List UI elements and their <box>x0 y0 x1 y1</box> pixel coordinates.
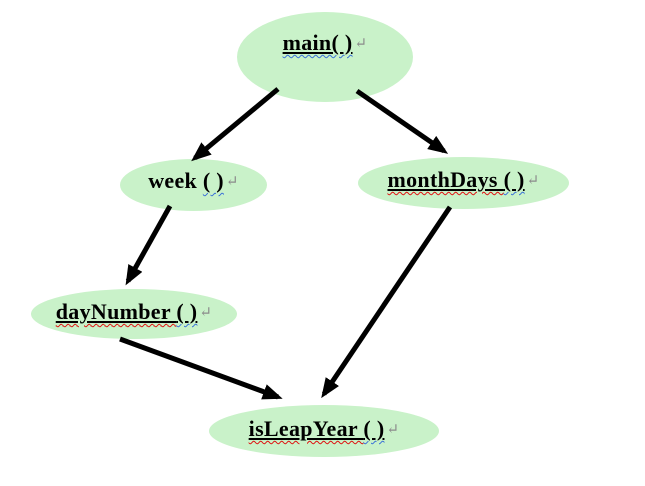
arrow-week-to-dayNumber[interactable] <box>125 204 173 286</box>
node-week[interactable]: week ( )↵ <box>120 159 267 211</box>
arrow-main-to-week[interactable] <box>191 87 280 162</box>
node-monthDays-paren: ( ) <box>503 166 525 192</box>
node-isLeapYear-paren: ( ) <box>363 415 385 441</box>
node-monthDays[interactable]: monthDays ( )↵ <box>358 157 569 209</box>
node-week-paren: ( ) <box>202 167 224 193</box>
node-main-name: main( ) <box>282 29 353 55</box>
node-dayNumber[interactable]: dayNumber ( )↵ <box>31 289 237 339</box>
node-week-name: week <box>148 167 203 193</box>
node-isLeapYear-label: isLeapYear ( )↵ <box>248 415 400 441</box>
node-dayNumber-paren: ( ) <box>176 298 198 324</box>
node-isLeapYear[interactable]: isLeapYear ( )↵ <box>209 405 439 457</box>
arrow-main-to-monthDays[interactable] <box>355 88 449 154</box>
return-mark-icon: ↵ <box>526 172 540 189</box>
node-monthDays-name: monthDays <box>387 166 504 192</box>
node-dayNumber-label: dayNumber ( )↵ <box>55 298 213 324</box>
arrow-monthDays-to-isLeapYear[interactable] <box>321 205 453 399</box>
node-monthDays-label: monthDays ( )↵ <box>387 166 540 192</box>
return-mark-icon: ↵ <box>225 173 239 190</box>
node-main[interactable]: main( )↵ <box>237 12 413 102</box>
node-isLeapYear-name: isLeapYear <box>248 415 364 441</box>
return-mark-icon: ↵ <box>386 421 400 438</box>
node-dayNumber-name: dayNumber <box>55 298 177 324</box>
return-mark-icon: ↵ <box>354 35 368 52</box>
node-week-label: week ( )↵ <box>148 167 239 193</box>
arrow-dayNumber-to-isLeapYear[interactable] <box>119 336 283 400</box>
node-main-label: main( )↵ <box>282 29 368 55</box>
return-mark-icon: ↵ <box>199 304 213 321</box>
